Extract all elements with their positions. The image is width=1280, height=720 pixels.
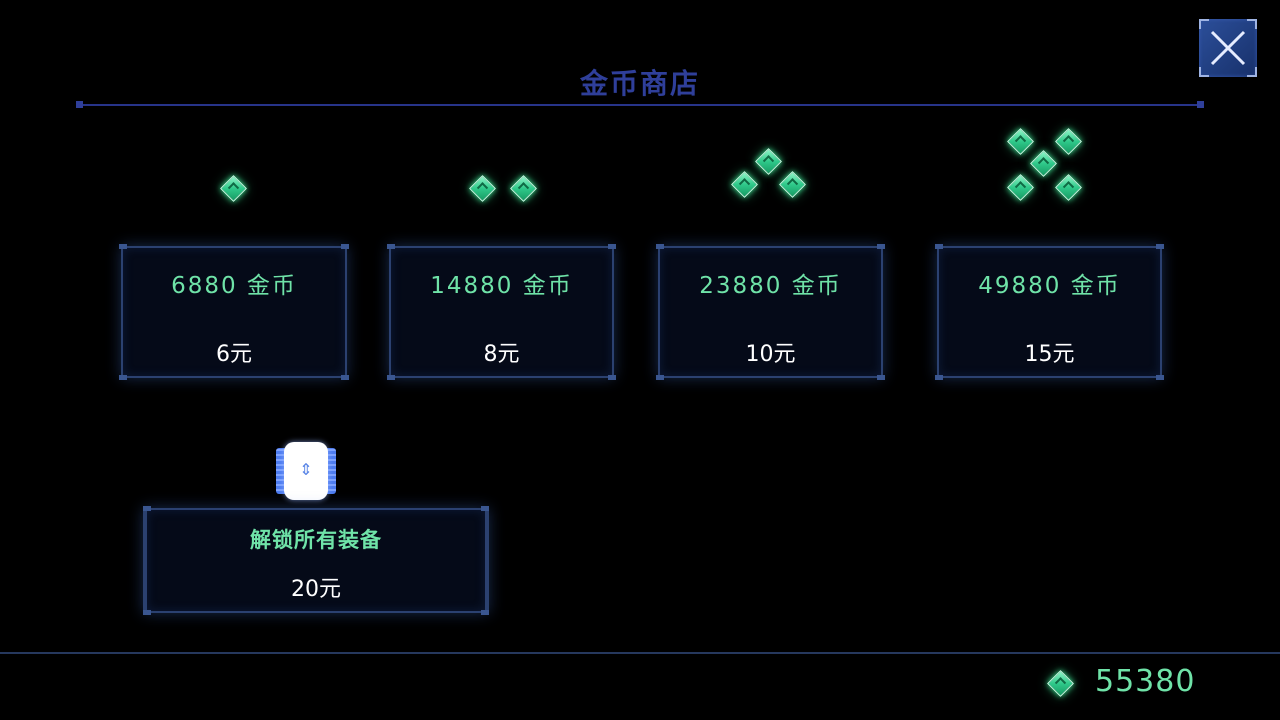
gem-icon bbox=[469, 175, 496, 202]
coin-amount: 49880 金币 bbox=[978, 273, 1121, 299]
gem-icon bbox=[755, 148, 782, 175]
price-label: 15元 bbox=[1024, 342, 1075, 367]
unlock-all-equipment-button[interactable]: 解锁所有装备 20元 bbox=[143, 506, 489, 615]
price-label: 10元 bbox=[745, 342, 796, 367]
coin-amount: 23880 金币 bbox=[699, 273, 842, 299]
close-button[interactable] bbox=[1199, 19, 1257, 77]
shop-item-6880[interactable]: 6880 金币 6元 bbox=[119, 244, 349, 380]
price-label: 20元 bbox=[291, 577, 341, 602]
shop-item-23880[interactable]: 23880 金币 10元 bbox=[656, 244, 885, 380]
coin-amount: 6880 金币 bbox=[171, 273, 297, 299]
gem-icon bbox=[779, 171, 806, 198]
gem-icon bbox=[1007, 174, 1034, 201]
gem-icon bbox=[1030, 150, 1057, 177]
title-divider bbox=[80, 104, 1202, 106]
gem-icon bbox=[731, 171, 758, 198]
page-title: 金币商店 bbox=[579, 67, 700, 100]
gem-icon bbox=[510, 175, 537, 202]
close-icon bbox=[1210, 30, 1246, 66]
gem-icon bbox=[1055, 174, 1082, 201]
title-divider-end-right bbox=[1197, 101, 1204, 108]
gem-icon bbox=[1007, 128, 1034, 155]
shop-item-49880[interactable]: 49880 金币 15元 bbox=[935, 244, 1164, 380]
coin-amount: 14880 金币 bbox=[430, 273, 573, 299]
price-label: 6元 bbox=[216, 342, 252, 367]
gem-icon bbox=[1047, 670, 1074, 697]
price-label: 8元 bbox=[483, 342, 520, 367]
unlock-label: 解锁所有装备 bbox=[250, 528, 382, 552]
coin-balance: 55380 bbox=[1095, 664, 1196, 699]
gem-icon bbox=[1055, 128, 1082, 155]
title-divider-end-left bbox=[76, 101, 83, 108]
gem-icon bbox=[220, 175, 247, 202]
bottom-divider bbox=[0, 652, 1280, 654]
equipment-chip-icon: ⇕ bbox=[276, 442, 336, 500]
shop-item-14880[interactable]: 14880 金币 8元 bbox=[387, 244, 616, 380]
